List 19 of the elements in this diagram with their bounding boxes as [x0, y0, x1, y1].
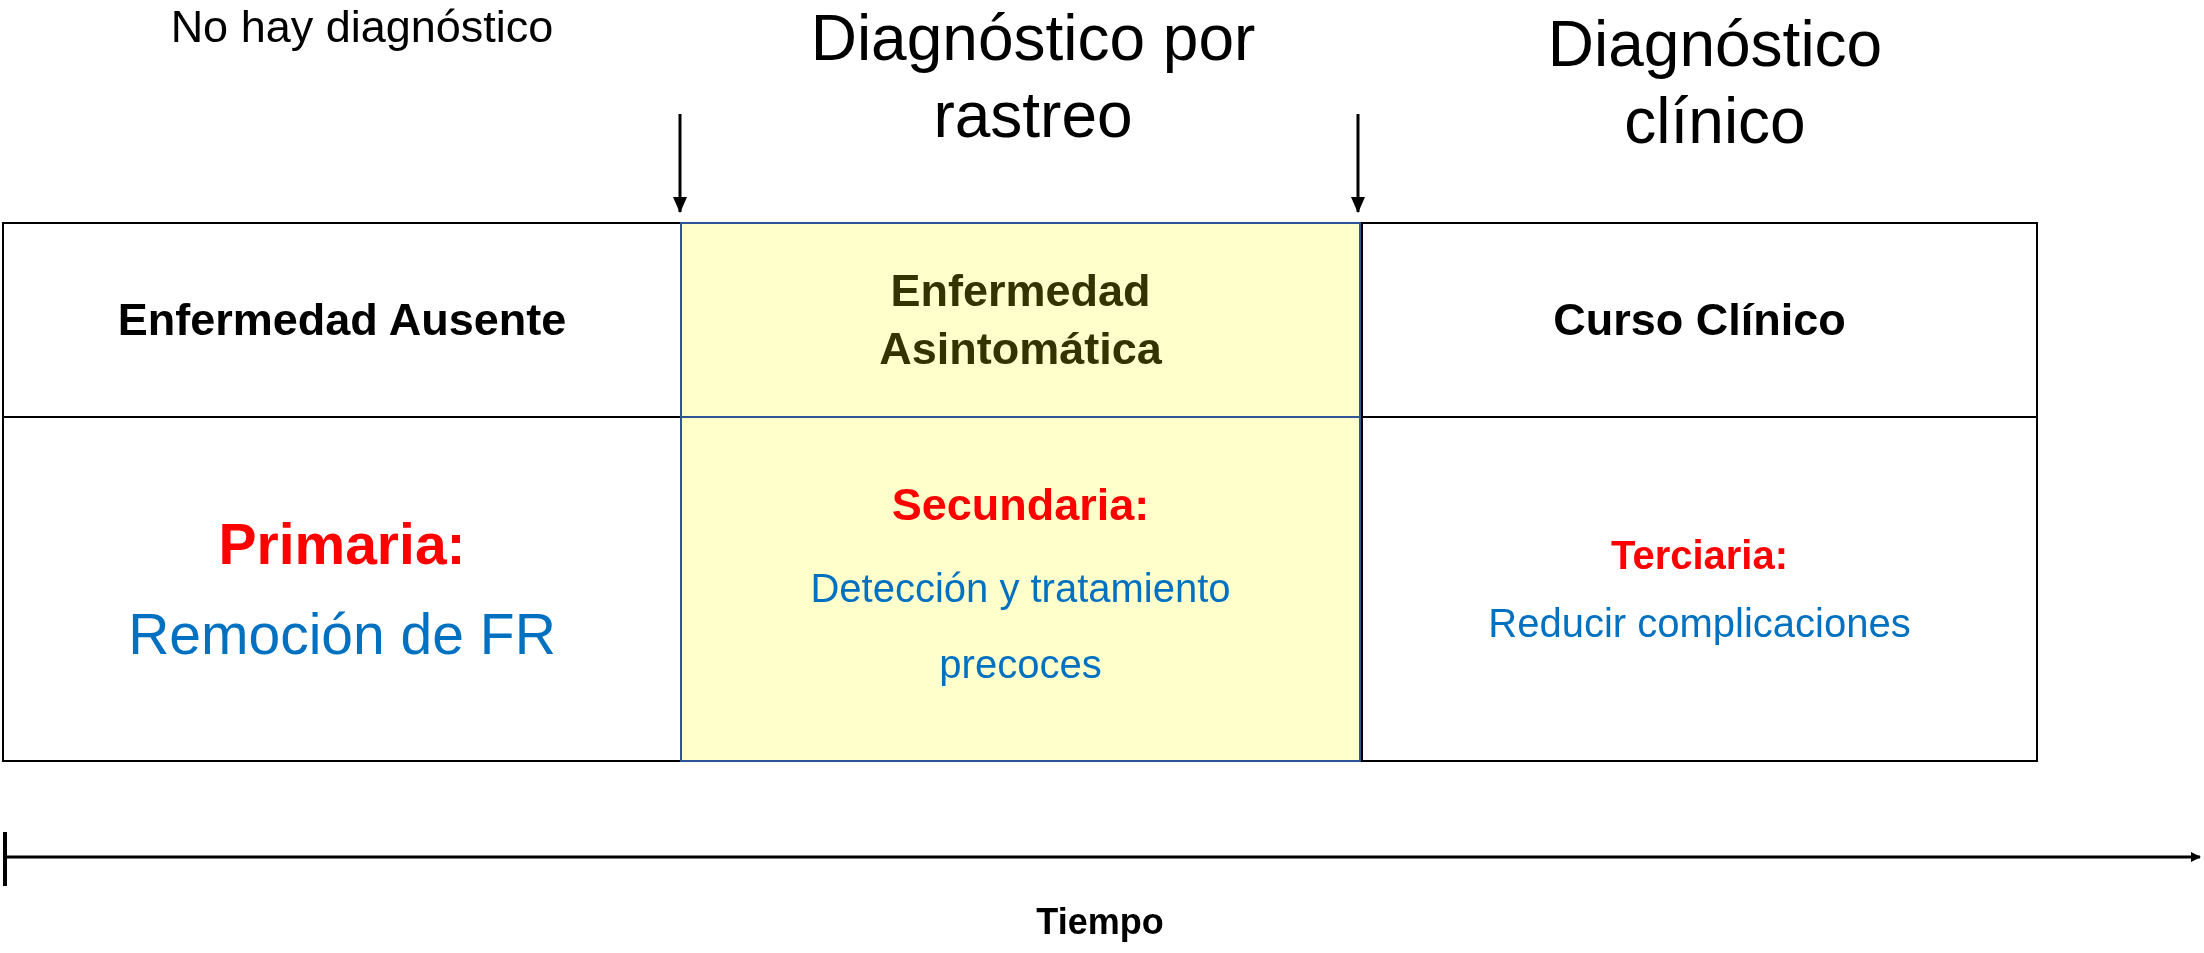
- phase-label: Diagnóstico por rastreo: [809, 1, 1257, 153]
- table-cell: [680, 222, 1361, 418]
- phase-label: No hay diagnóstico: [169, 0, 555, 54]
- prevention-description: Remoción de FR: [128, 601, 556, 668]
- prevention-level-heading: Secundaria:: [891, 477, 1150, 532]
- table-cell: [1361, 222, 2038, 418]
- prevention-level-heading: Primaria:: [218, 510, 466, 578]
- column-heading: Enfermedad Ausente: [117, 292, 567, 347]
- column-heading: Curso Clínico: [1553, 292, 1846, 347]
- column-heading: Enfermedad Asintomática: [878, 263, 1163, 376]
- table-cell: [2, 416, 682, 762]
- table-cell: [2, 222, 682, 418]
- prevention-description: Reducir complicaciones: [1488, 600, 1911, 647]
- phase-label: Diagnóstico clínico: [1546, 7, 1884, 159]
- table-cell: [680, 416, 1361, 762]
- prevention-level-heading: Terciaria:: [1610, 532, 1789, 579]
- axis-label: Tiempo: [1035, 900, 1165, 944]
- table-cell: [1361, 416, 2038, 762]
- prevention-description: Detección y tratamiento precoces: [809, 565, 1232, 689]
